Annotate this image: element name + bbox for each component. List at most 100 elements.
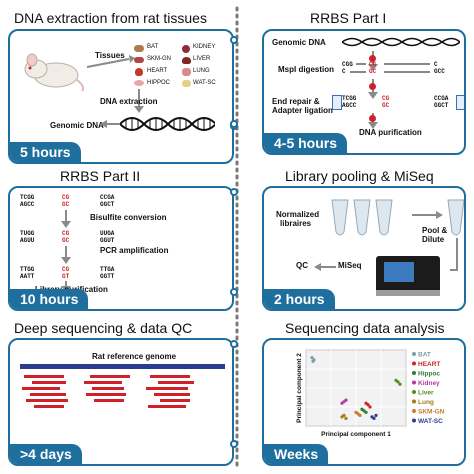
normalized-label-2: libraires bbox=[280, 219, 312, 228]
r2-arrow-1 bbox=[61, 210, 71, 228]
tissue-heart: HEART bbox=[147, 68, 168, 74]
point-wat-sc bbox=[374, 413, 378, 417]
extraction-arrow bbox=[134, 89, 144, 113]
rrbs1-purification: DNA purification bbox=[359, 128, 422, 137]
pooling-panel: Normalized libraires Pool & Dilute MiSeq… bbox=[262, 186, 466, 311]
ref-genome-label: Rat reference genome bbox=[92, 352, 177, 361]
qc-label: QC bbox=[296, 261, 308, 270]
rrbs1-adapter: Adapter ligation bbox=[272, 106, 333, 115]
r2-row1-lt: TCGG bbox=[20, 194, 35, 201]
timeline-node-6 bbox=[230, 340, 238, 348]
rrbs1-title: RRBS Part I bbox=[310, 10, 387, 26]
point-heart bbox=[368, 405, 372, 409]
dna-helix-icon bbox=[120, 117, 215, 131]
genomic-dna-step: Genomic DNA bbox=[50, 121, 104, 130]
r2-row1-lb: AGCC bbox=[20, 201, 35, 208]
hippoc-icon bbox=[134, 80, 144, 86]
tissue-lung: LUNG bbox=[193, 68, 210, 74]
r2-row3-lt: TTGG bbox=[20, 266, 35, 273]
repair-icon bbox=[369, 83, 376, 90]
r2-row3-mb: GT bbox=[62, 273, 70, 280]
purify-icon bbox=[369, 115, 376, 122]
point-liver bbox=[398, 382, 402, 386]
point-hippoc bbox=[360, 407, 364, 411]
pool-tube-icon bbox=[447, 199, 464, 236]
tissues-label: Tissues bbox=[95, 51, 125, 60]
kidney-icon bbox=[182, 45, 190, 53]
seq-c-right: C bbox=[434, 61, 438, 68]
time-badge-3: 10 hours bbox=[10, 289, 89, 309]
pooling-title: Library pooling & MiSeq bbox=[285, 168, 434, 184]
tissue-liver: LIVER bbox=[193, 56, 211, 62]
dilute-arrow bbox=[450, 238, 458, 271]
lung-icon bbox=[182, 68, 191, 76]
r2-row1-rt: CCGA bbox=[100, 194, 115, 201]
miseq-arrow bbox=[314, 263, 336, 271]
pool-label-2: Dilute bbox=[422, 235, 445, 244]
rat-icon bbox=[24, 53, 85, 92]
legend-label-liver: Liver bbox=[418, 390, 434, 397]
time-badge-4: 2 hours bbox=[264, 289, 335, 309]
miseq-icon bbox=[376, 256, 440, 296]
rrbs1-genomic: Genomic DNA bbox=[272, 38, 326, 47]
skm-icon bbox=[134, 57, 144, 63]
tubes-icon bbox=[331, 199, 393, 236]
legend-marker-wat-sc bbox=[412, 418, 416, 423]
deepseq-title: Deep sequencing & data QC bbox=[14, 320, 193, 336]
legend-label-lung: Lung bbox=[418, 399, 434, 406]
rrbs2-title: RRBS Part II bbox=[60, 168, 141, 184]
timeline-node-4 bbox=[230, 188, 238, 196]
rrbs1-mspi: MspI digestion bbox=[278, 65, 334, 74]
point-kidney bbox=[342, 400, 346, 404]
r2-pcr: PCR amplification bbox=[100, 246, 169, 255]
seq-agcc: AGCC bbox=[342, 102, 357, 109]
rrbs1-endrepair: End repair & bbox=[272, 97, 320, 106]
heart-icon bbox=[135, 68, 143, 76]
seq-ccga: CCGA bbox=[434, 95, 449, 102]
seq-c: C bbox=[342, 68, 346, 75]
adapter-left-icon bbox=[332, 95, 342, 110]
miseq-label: MiSeq bbox=[338, 261, 362, 270]
tissue-bat: BAT bbox=[147, 44, 159, 50]
seq-tcgg: TCGG bbox=[342, 95, 357, 102]
y-axis-label: Principal component 2 bbox=[296, 353, 303, 423]
bat-icon bbox=[134, 45, 144, 52]
seq-cgg: CGG bbox=[342, 61, 353, 68]
reads-icon bbox=[22, 375, 194, 408]
dna-extraction-step: DNA extraction bbox=[100, 97, 158, 106]
seq-gc: GC bbox=[369, 68, 377, 75]
tissue-hippoc: HIPPOC bbox=[147, 80, 171, 86]
legend-label-skm-gn: SKM-GN bbox=[418, 409, 445, 416]
seq-cg: CG bbox=[369, 61, 377, 68]
tissue-skm-gn: SKM-GN bbox=[147, 56, 171, 62]
r2-row1-mb: GC bbox=[62, 201, 70, 208]
dna-extraction-title: DNA extraction from rat tissues bbox=[14, 10, 207, 26]
point-liver bbox=[394, 378, 398, 382]
legend-marker-heart bbox=[412, 361, 416, 366]
r2-arrow-2 bbox=[61, 246, 71, 264]
rrbs1-frag-lines bbox=[350, 63, 430, 73]
enzyme-icon bbox=[369, 55, 376, 62]
timeline-node-3 bbox=[230, 120, 238, 128]
seq-ggct: GGCT bbox=[434, 102, 449, 109]
point-lung bbox=[342, 413, 346, 417]
r2-row3-rb: GGTT bbox=[100, 273, 115, 280]
point-bat bbox=[311, 359, 315, 363]
genomic-arrow bbox=[100, 120, 120, 128]
deepseq-panel: Rat reference genome >4 days bbox=[8, 338, 234, 466]
r2-row2-mt: CG bbox=[62, 230, 70, 237]
pca-chart: BATHEARTHippocKidneyLiverLungSKM-GNWAT-S… bbox=[296, 349, 445, 438]
tissues-arrow bbox=[86, 55, 135, 68]
